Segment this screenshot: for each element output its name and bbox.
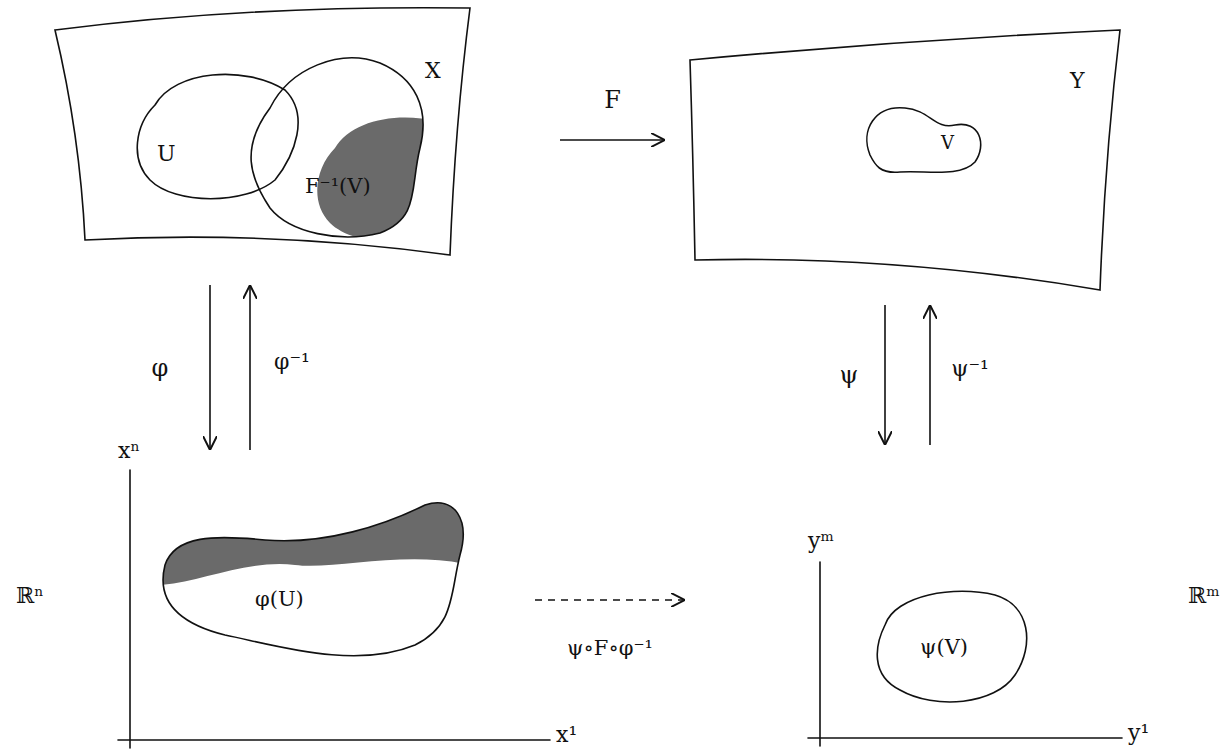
axis-line xyxy=(118,739,550,741)
axis-label: y¹ xyxy=(1128,722,1149,744)
map-label: ψ∘F∘φ⁻¹ xyxy=(567,638,653,659)
map-label: φ xyxy=(152,356,169,380)
map-label: φ⁻¹ xyxy=(274,351,310,373)
axis-line xyxy=(808,737,1122,739)
map-arrow xyxy=(249,285,251,450)
map-arrow xyxy=(929,305,931,445)
chart-image-region: φ(U) xyxy=(155,495,470,665)
open-set-region: U xyxy=(135,65,305,205)
axis-label: yᵐ xyxy=(808,530,834,552)
region-outline xyxy=(50,5,475,265)
axis-label: x¹ xyxy=(556,724,577,746)
region-outline xyxy=(230,48,435,240)
space-label: ℝⁿ xyxy=(16,585,44,607)
manifold-sheet: YV xyxy=(685,25,1125,295)
preimage-region: F⁻¹(V) xyxy=(230,48,435,240)
region-label: F⁻¹(V) xyxy=(305,176,371,197)
axis-line xyxy=(129,470,131,748)
axis-label: xⁿ xyxy=(118,440,140,462)
map-arrow xyxy=(560,139,665,141)
region-label: V xyxy=(941,134,954,152)
chart-image-region: ψ(V) xyxy=(865,585,1035,710)
region-label: U xyxy=(157,143,176,165)
map-label: ψ⁻¹ xyxy=(951,358,989,380)
map-arrow xyxy=(884,305,886,445)
axis-line xyxy=(819,562,821,746)
region-label: φ(U) xyxy=(255,589,304,610)
map-label: F xyxy=(604,88,621,112)
open-set-region: V xyxy=(855,100,990,180)
region-label: X xyxy=(425,60,441,82)
map-arrow xyxy=(209,285,211,450)
dashed-map-arrow xyxy=(535,599,685,601)
region-label: Y xyxy=(1070,70,1085,92)
region-outline xyxy=(155,495,470,665)
region-label: ψ(V) xyxy=(920,637,968,658)
region-outline xyxy=(135,65,305,205)
region-outline xyxy=(685,25,1125,295)
manifold-sheet: X U F⁻¹(V) xyxy=(50,5,475,265)
map-label: ψ xyxy=(840,363,859,387)
region-outline xyxy=(855,100,990,180)
space-label: ℝᵐ xyxy=(1188,585,1220,607)
